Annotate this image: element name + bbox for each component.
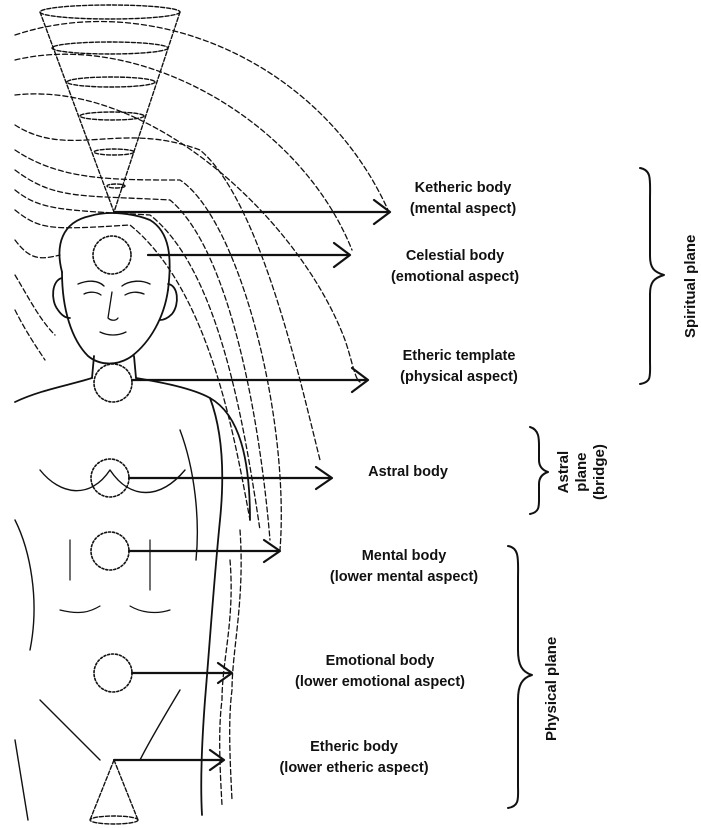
arrow-etheric-template: [132, 368, 368, 392]
arrow-astral: [129, 467, 332, 489]
body-name: Celestial body: [391, 246, 519, 267]
body-name: Ketheric body: [410, 178, 516, 199]
chakra-circle: [94, 364, 132, 402]
astral-plane-line: (bridge): [591, 444, 609, 500]
body-aspect: (mental aspect): [410, 199, 516, 220]
astral-plane-line: Astral: [555, 444, 573, 500]
human-figure: [15, 213, 250, 820]
arrow-etheric: [114, 750, 224, 770]
astral-plane-label: Astral plane (bridge): [555, 444, 609, 500]
lower-cone: [90, 760, 138, 824]
body-name: Etheric body: [279, 737, 428, 758]
arrow-celestial: [148, 243, 350, 267]
astral-plane-line: plane: [573, 444, 591, 500]
body-aspect: (lower etheric aspect): [279, 758, 428, 779]
body-aspect: (physical aspect): [400, 367, 518, 388]
label-celestial-body: Celestial body (emotional aspect): [391, 246, 519, 288]
body-name: Etheric template: [400, 346, 518, 367]
arrow-emotional: [132, 663, 232, 683]
body-name: Astral body: [368, 462, 448, 483]
label-etheric-body: Etheric body (lower etheric aspect): [279, 737, 428, 779]
body-aspect: (emotional aspect): [391, 267, 519, 288]
physical-plane-bracket: [508, 546, 532, 808]
chakra-circle: [91, 532, 129, 570]
chakra-circle: [93, 236, 131, 274]
arrow-mental: [129, 540, 280, 562]
label-etheric-template: Etheric template (physical aspect): [400, 346, 518, 388]
body-name: Mental body: [330, 546, 478, 567]
label-ketheric-body: Ketheric body (mental aspect): [410, 178, 516, 220]
chakra-circle: [91, 459, 129, 497]
body-aspect: (lower mental aspect): [330, 567, 478, 588]
spiritual-plane-bracket: [640, 168, 664, 384]
spiritual-plane-label: Spiritual plane: [682, 235, 699, 338]
label-astral-body: Astral body: [368, 462, 448, 483]
body-aspect: (lower emotional aspect): [295, 672, 465, 693]
label-mental-body: Mental body (lower mental aspect): [330, 546, 478, 588]
label-emotional-body: Emotional body (lower emotional aspect): [295, 651, 465, 693]
crown-cone: [40, 5, 180, 212]
body-name: Emotional body: [295, 651, 465, 672]
physical-plane-label: Physical plane: [543, 637, 560, 741]
chakra-circle: [94, 654, 132, 692]
astral-plane-bracket: [530, 427, 548, 514]
